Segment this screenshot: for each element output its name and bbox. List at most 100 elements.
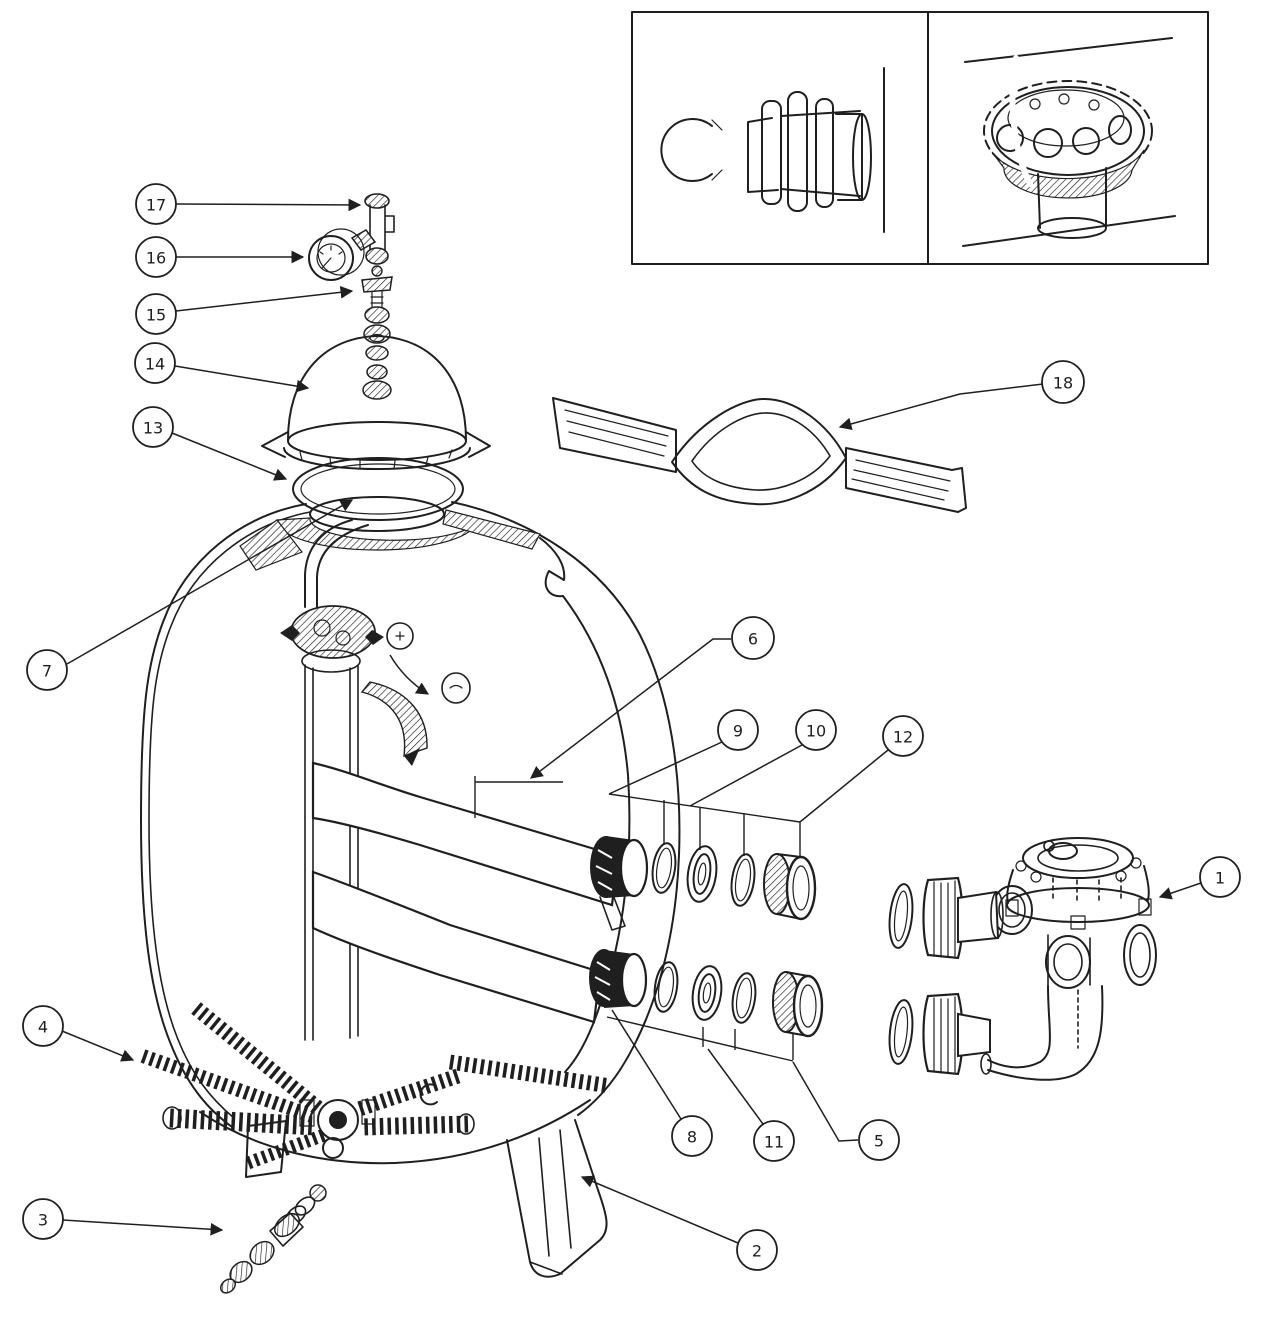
spare-lateral	[448, 1054, 612, 1094]
upper-row-shelf	[608, 793, 801, 823]
inset-border	[631, 11, 1209, 265]
callout-balloon	[135, 236, 177, 278]
lower-oring-2	[731, 972, 757, 1024]
callout-leader	[175, 198, 362, 212]
strap-wrench	[552, 397, 967, 513]
flow-arrow	[360, 681, 428, 766]
callout-leader	[529, 638, 731, 779]
upper-oring-1	[651, 842, 677, 894]
callout-balloon	[135, 183, 177, 225]
callout-13: 13	[132, 406, 288, 481]
valve-lid	[1015, 837, 1142, 883]
callout-balloon	[731, 616, 775, 660]
callout-2: 2	[580, 1175, 778, 1271]
callout-leader	[707, 1048, 764, 1125]
callout-number: 4	[38, 1018, 48, 1037]
callout-number: 1	[1215, 869, 1225, 888]
callout-number: 2	[752, 1242, 762, 1261]
lid-oring	[292, 457, 464, 521]
lower-bulkhead-row	[589, 949, 824, 1038]
multiport-valve-assembly	[888, 813, 1165, 1081]
hub-ball	[322, 1137, 344, 1159]
callout-balloon	[22, 1005, 64, 1047]
tank-leg-left	[245, 1120, 287, 1178]
callout-leader	[171, 432, 288, 481]
lower-bulkhead-nut	[772, 971, 824, 1038]
lower-oring-1	[653, 961, 679, 1013]
callout-balloon	[26, 649, 68, 691]
callout-10: 10	[689, 709, 837, 807]
lateral-c-clip	[419, 1083, 438, 1106]
callout-number: 14	[145, 355, 165, 374]
callout-12: 12	[799, 715, 924, 823]
callout-number: 3	[38, 1211, 48, 1230]
top-fittings-column	[308, 193, 395, 400]
drain-tee-fitting	[364, 193, 395, 265]
callout-leader	[611, 1009, 682, 1120]
callout-balloon	[882, 715, 924, 757]
callout-9: 9	[608, 709, 759, 795]
callout-number: 13	[143, 419, 163, 438]
callout-number: 5	[874, 1132, 884, 1151]
callout-leader	[175, 285, 354, 312]
callout-leader	[66, 499, 354, 665]
callout-8: 8	[611, 1009, 713, 1157]
upper-seal	[686, 845, 718, 903]
upper-bulkhead-row	[590, 836, 817, 931]
lateral-assembly	[140, 1002, 612, 1170]
union-lower	[888, 992, 991, 1076]
inset-detail-box	[631, 11, 1209, 265]
tank-body	[140, 496, 681, 1294]
callout-6: 6	[529, 616, 775, 779]
callout-14: 14	[134, 342, 310, 393]
callout-number: 12	[893, 728, 913, 747]
callout-4: 4	[22, 1005, 135, 1062]
callout-number: 18	[1053, 374, 1073, 393]
bracket-connectors	[474, 776, 801, 1062]
rotation-marks	[386, 622, 471, 704]
drain-plug-assembly	[220, 1184, 327, 1294]
relief-valve-fitting	[361, 265, 393, 324]
callout-3: 3	[22, 1198, 224, 1240]
callout-11: 11	[707, 1048, 795, 1162]
pressure-gauge	[308, 228, 377, 281]
callout-number: 7	[42, 662, 52, 681]
diffuser	[280, 605, 384, 673]
callout-leader	[799, 749, 889, 823]
callout-leader	[608, 741, 723, 795]
callout-leader	[838, 383, 1044, 431]
upper-bulkhead-nut	[763, 853, 817, 921]
upper-oring-2	[730, 853, 756, 907]
callout-leader	[689, 744, 803, 807]
callout-leader	[792, 1061, 859, 1142]
upper-bulkhead-fitting	[590, 836, 649, 931]
lower-bulkhead-fitting	[589, 949, 648, 1008]
rotor-hatched-band	[991, 149, 1145, 199]
callout-number: 17	[146, 196, 166, 215]
tank-leg-right	[506, 1119, 608, 1278]
callout-balloon	[736, 1229, 778, 1271]
callout-number: 9	[733, 722, 743, 741]
callout-balloon	[671, 1115, 713, 1157]
callout-leader	[1158, 882, 1202, 900]
callout-balloon	[1041, 360, 1085, 404]
valve-body	[991, 865, 1157, 989]
callout-number: 8	[687, 1128, 697, 1147]
valve-waste-elbow	[980, 985, 1104, 1081]
valve-handle	[1043, 813, 1165, 860]
callout-balloon	[132, 406, 174, 448]
callout-leader	[62, 1219, 224, 1236]
lower-outlet-pipe	[311, 870, 602, 1024]
lower-row-shelf	[606, 1016, 794, 1062]
callout-balloon	[858, 1119, 900, 1161]
callout-number: 15	[146, 306, 166, 325]
callout-leader	[174, 365, 310, 393]
union-fitting-detail-icon	[747, 67, 885, 233]
valve-right-port	[1123, 924, 1157, 986]
valve-rotor-detail-icon	[962, 37, 1176, 247]
callout-16: 16	[135, 236, 305, 278]
internal-standpipe	[304, 519, 369, 1041]
